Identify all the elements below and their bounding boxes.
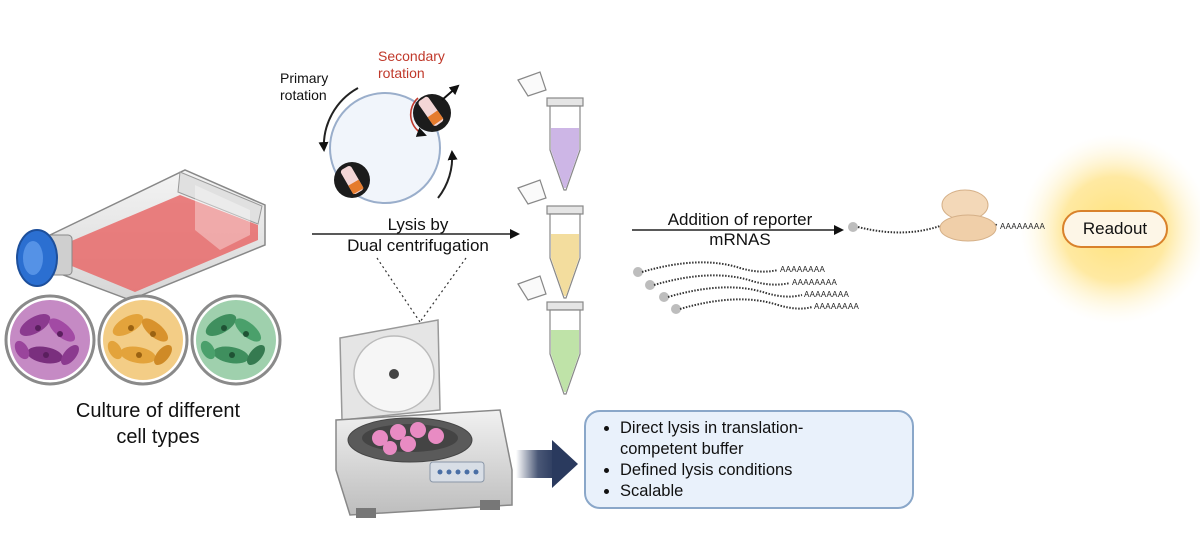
primary-rotation-line2: rotation: [280, 87, 327, 103]
primary-rotation-line1: Primary: [280, 70, 329, 86]
feature-item-continuation: competent buffer: [620, 440, 744, 458]
rotor-icon: [318, 84, 460, 204]
lysis-label: Lysis by Dual centrifugation: [318, 214, 518, 256]
poly-a-label: AAAAAAAA: [1000, 222, 1046, 231]
feature-item: Defined lysis conditions: [620, 460, 902, 481]
poly-a-label: AAAAAAAA: [792, 278, 838, 287]
ribosome-icon: [939, 189, 997, 242]
secondary-rotation-label: Secondary rotation: [378, 48, 445, 82]
primary-rotation-label: Primary rotation: [280, 70, 328, 104]
mrna-icon: [633, 261, 813, 314]
readout-label: Readout: [1082, 219, 1148, 238]
tube-icon-green: [517, 275, 584, 395]
features-list: Direct lysis in translation- competent b…: [602, 418, 902, 502]
cell-culture-orange-icon: [97, 294, 189, 386]
feature-item: Direct lysis in translation-: [620, 418, 902, 439]
lysis-label-line1: Lysis by: [387, 215, 449, 234]
centrifuge-icon: [335, 319, 513, 518]
cell-culture-purple-icon: [4, 294, 96, 386]
poly-a-label: AAAAAAAA: [804, 290, 850, 299]
feature-item: Scalable: [620, 481, 902, 502]
culture-label: Culture of different cell types: [28, 398, 288, 450]
result-arrow: [516, 440, 578, 488]
tube-icon-yellow: [517, 179, 584, 299]
addition-label-line1: Addition of reporter: [667, 210, 813, 229]
poly-a-label: AAAAAAAA: [780, 265, 826, 274]
connector-right: [419, 257, 467, 323]
lysis-label-line2: Dual centrifugation: [347, 236, 489, 255]
secondary-rotation-line1: Secondary: [378, 48, 445, 64]
cell-culture-green-icon: [190, 294, 282, 386]
addition-label-line2: mRNAS: [709, 230, 771, 249]
culture-flask-icon: [16, 169, 266, 301]
readout-box: Readout: [1062, 210, 1168, 248]
connector-left: [376, 257, 421, 323]
features-box: Direct lysis in translation- competent b…: [584, 410, 914, 509]
culture-label-line2: cell types: [116, 426, 200, 448]
addition-label: Addition of reporter mRNAS: [650, 210, 830, 250]
poly-a-label: AAAAAAAA: [814, 302, 860, 311]
secondary-rotation-line2: rotation: [378, 65, 425, 81]
culture-label-line1: Culture of different: [75, 400, 241, 422]
tube-icon-purple: [517, 71, 584, 191]
